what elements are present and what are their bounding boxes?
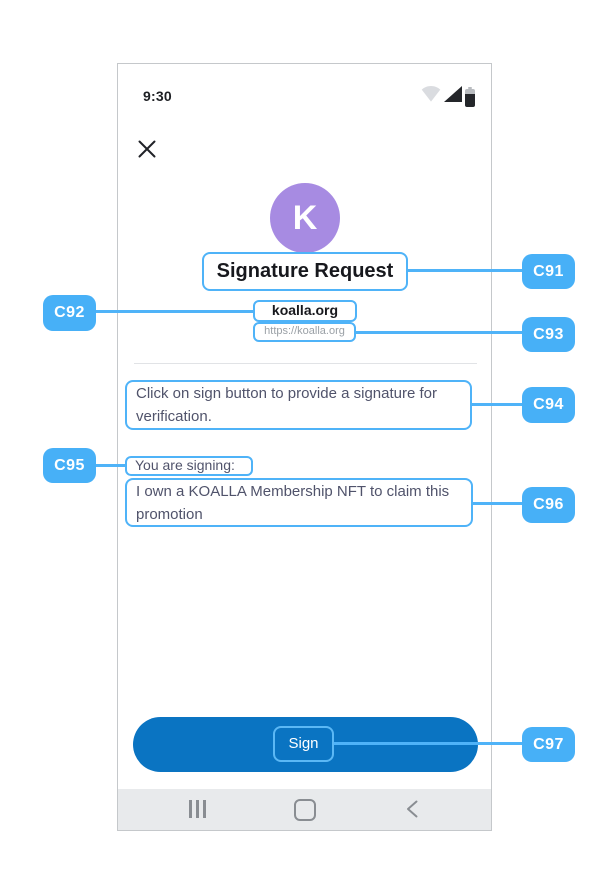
close-icon[interactable]: [138, 140, 156, 158]
wifi-icon: [421, 86, 441, 107]
callout-line-c94: [470, 403, 524, 406]
callout-line-c95: [95, 464, 127, 467]
status-time: 9:30: [143, 88, 172, 104]
status-icons: [421, 86, 475, 107]
callout-line-c97: [332, 742, 524, 745]
battery-icon: [465, 87, 475, 107]
signing-label: You are signing:: [125, 456, 253, 476]
cellular-signal-icon: [444, 86, 462, 107]
callout-chip-c93: C93: [522, 317, 575, 352]
back-icon[interactable]: [406, 800, 418, 823]
phone-frame: 9:30 K: [117, 63, 492, 831]
site-avatar: K: [270, 183, 340, 253]
callout-chip-c94: C94: [522, 387, 575, 423]
divider: [134, 363, 477, 364]
callout-chip-c92: C92: [43, 295, 96, 331]
callout-line-c91: [406, 269, 524, 272]
callout-line-c96: [471, 502, 524, 505]
callout-chip-c96: C96: [522, 487, 575, 523]
instruction-text: Click on sign button to provide a signat…: [125, 380, 472, 430]
signing-message: I own a KOALLA Membership NFT to claim t…: [125, 478, 473, 527]
callout-chip-c91: C91: [522, 254, 575, 289]
callout-line-c93: [354, 331, 524, 334]
site-url: https://koalla.org: [253, 322, 356, 342]
site-name: koalla.org: [253, 300, 357, 322]
callout-chip-c95: C95: [43, 448, 96, 483]
recents-icon[interactable]: [189, 800, 206, 818]
callout-line-c92: [96, 310, 255, 313]
home-icon[interactable]: [294, 799, 316, 821]
callout-chip-c97: C97: [522, 727, 575, 762]
page-title: Signature Request: [202, 252, 408, 291]
sign-button-label: Sign: [273, 726, 334, 762]
android-nav-bar: [118, 789, 491, 830]
